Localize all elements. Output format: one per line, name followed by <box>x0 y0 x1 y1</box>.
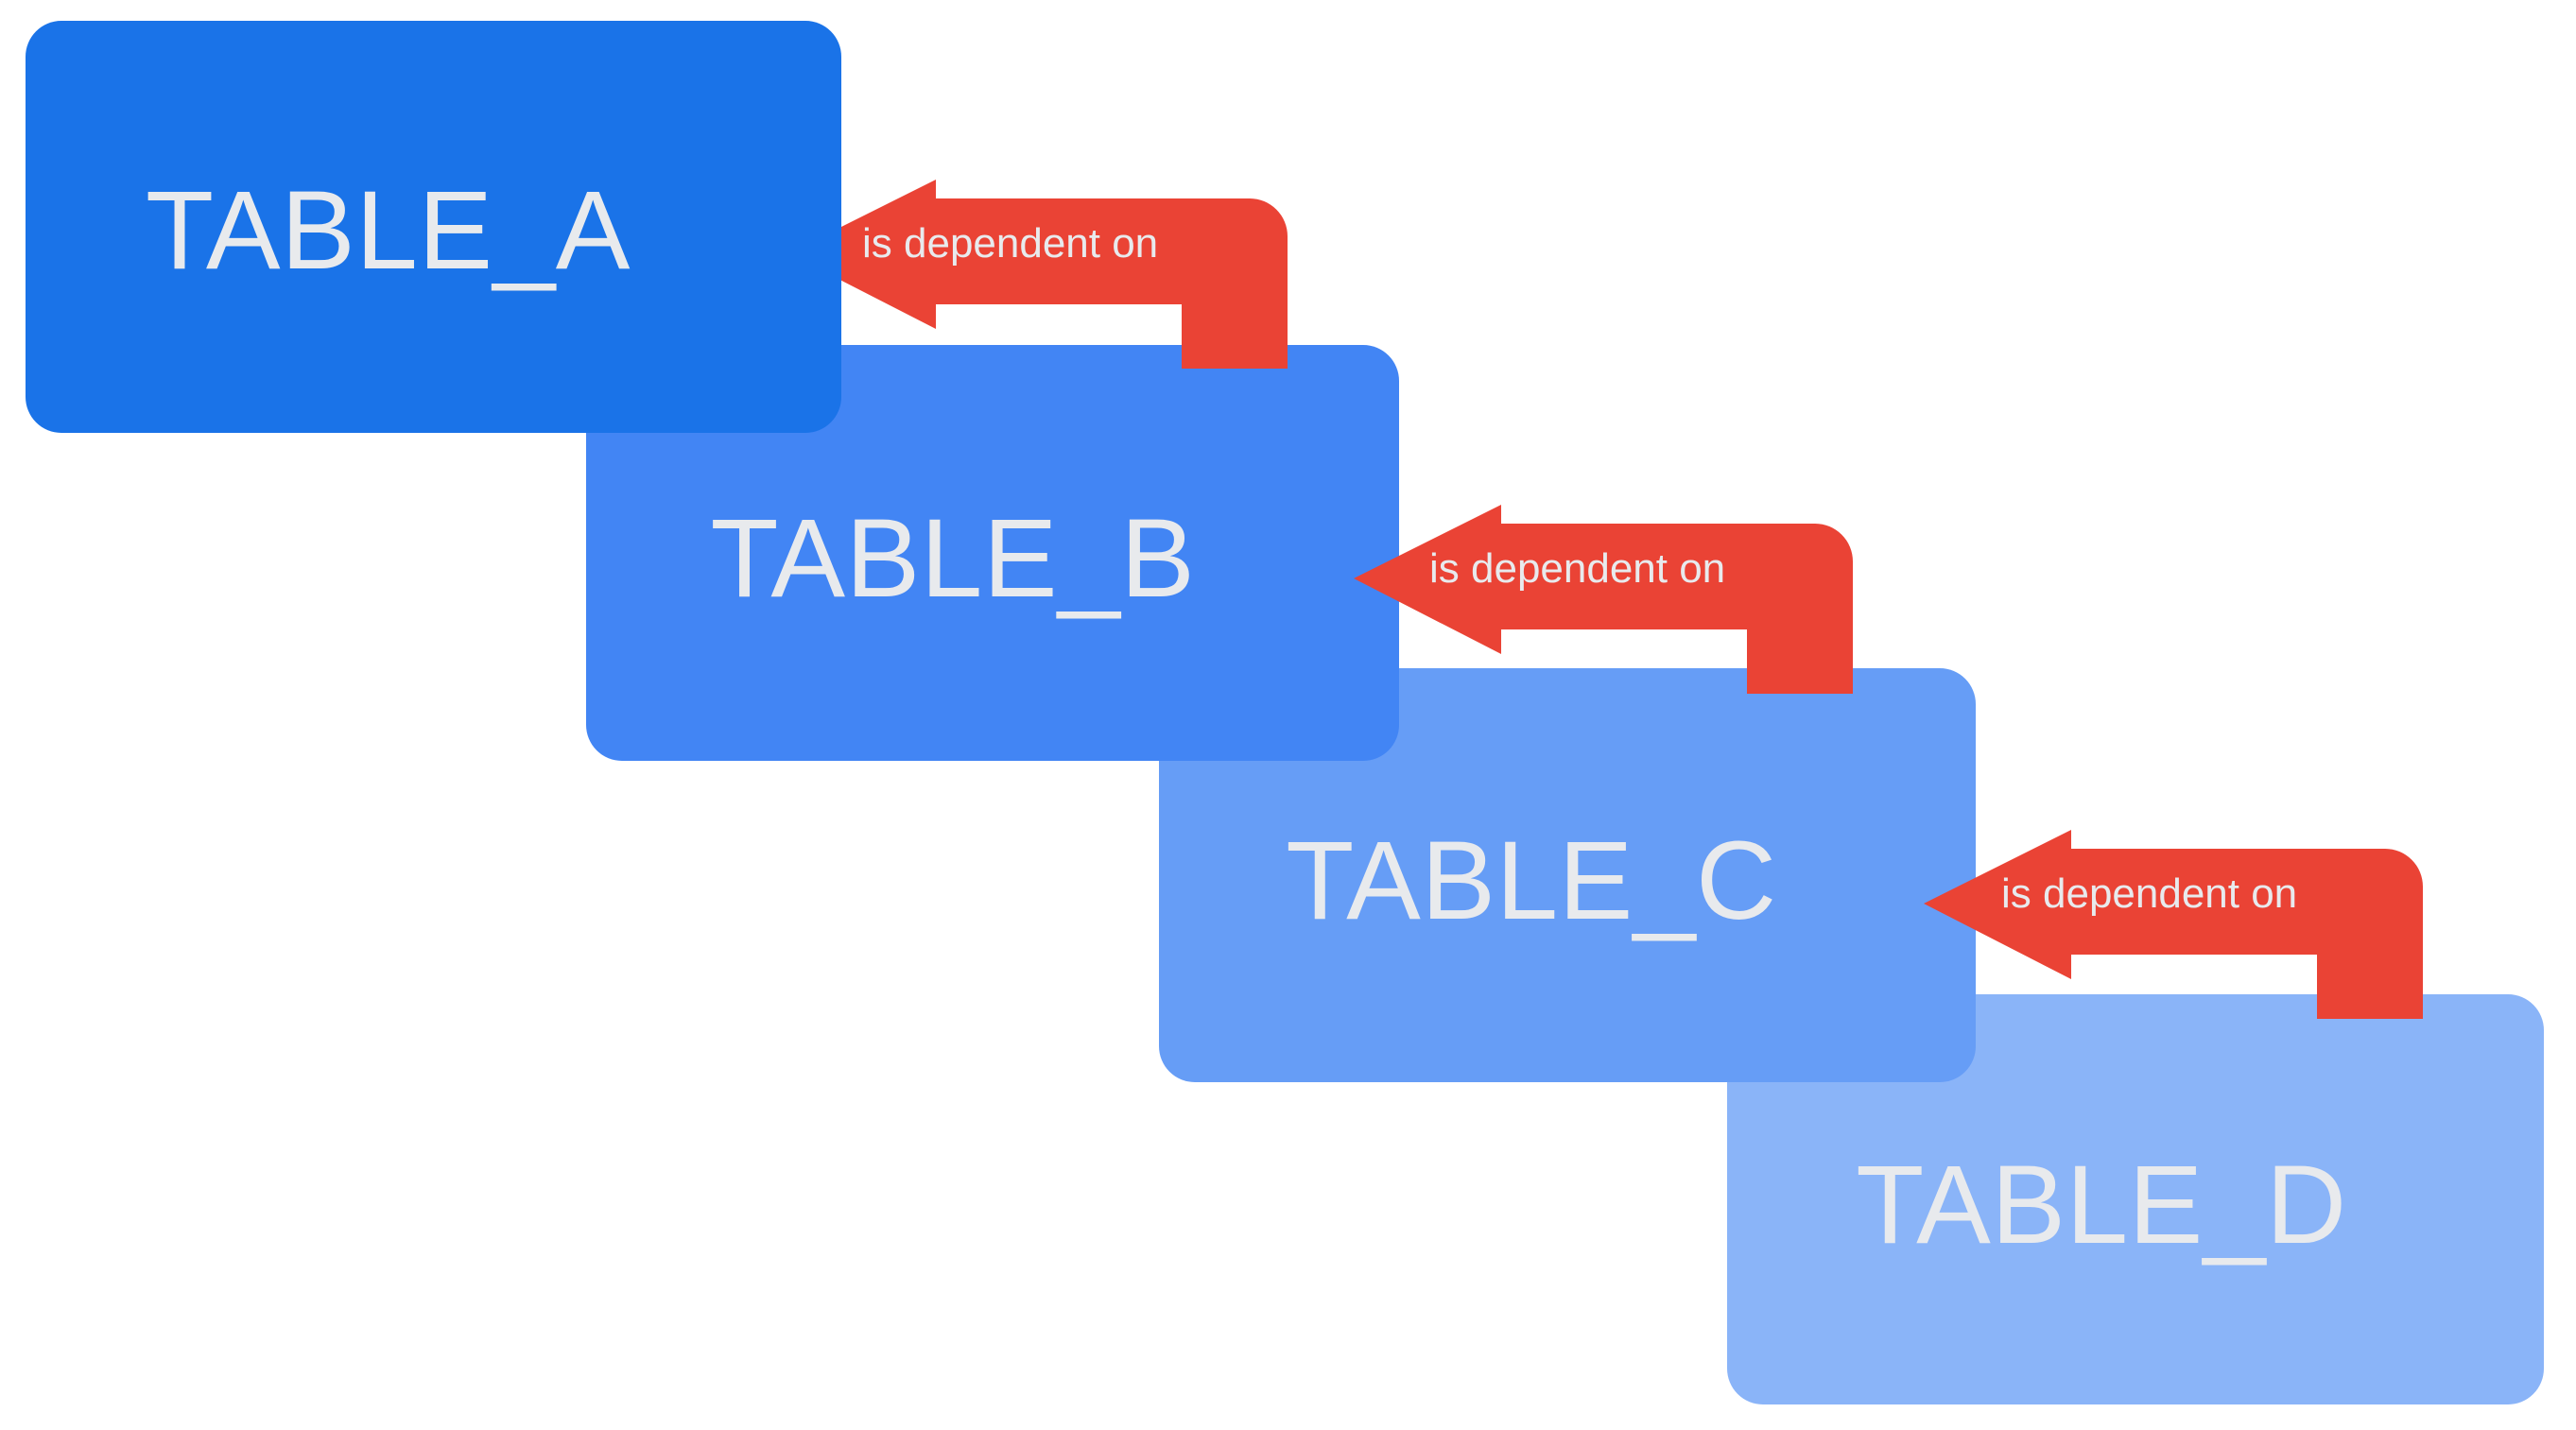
edge-table-c-to-table-b[interactable]: is dependent on <box>1354 505 1864 694</box>
arrow-left-elbow-icon <box>788 180 1288 369</box>
node-table-a[interactable]: TABLE_A <box>26 21 841 433</box>
edge-table-b-to-table-a[interactable]: is dependent on <box>788 180 1299 369</box>
node-label-table-a: TABLE_A <box>146 168 631 293</box>
edge-table-d-to-table-c[interactable]: is dependent on <box>1924 830 2434 1019</box>
arrow-left-elbow-icon <box>1924 830 2423 1019</box>
node-label-table-c: TABLE_C <box>1286 818 1777 943</box>
node-label-table-d: TABLE_D <box>1856 1143 2347 1267</box>
node-label-table-b: TABLE_B <box>710 496 1196 621</box>
arrow-left-elbow-icon <box>1354 505 1853 694</box>
node-table-b[interactable]: TABLE_B <box>586 345 1399 761</box>
